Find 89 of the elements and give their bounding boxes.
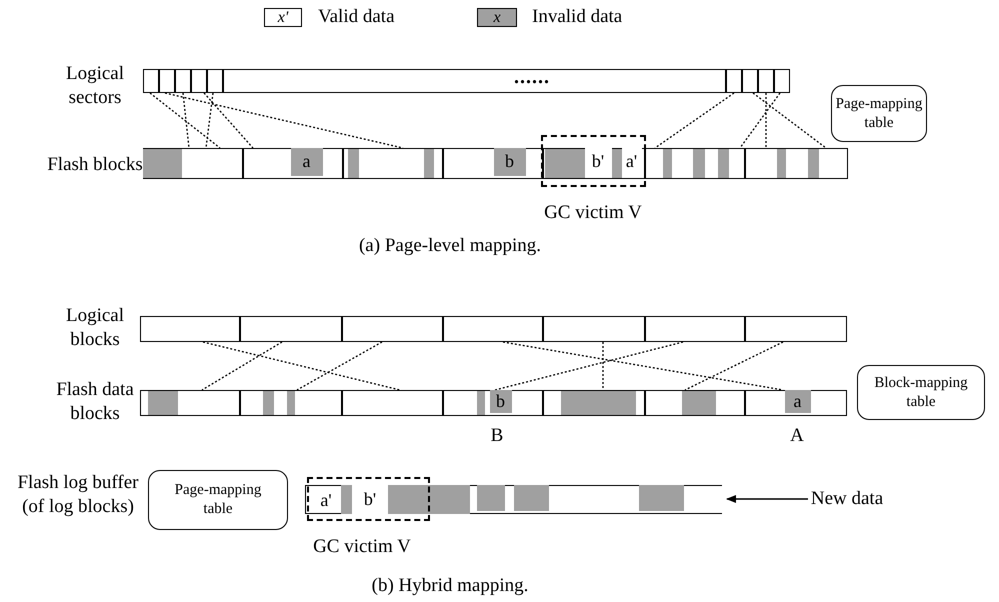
sector-cell: [159, 69, 175, 93]
page-letter: a: [794, 390, 802, 412]
page-letter: b: [505, 151, 514, 172]
ellipsis-text: ......: [514, 66, 550, 89]
sector-cell: [143, 69, 159, 93]
flash-block: [443, 148, 543, 179]
mapping-line: [202, 341, 400, 391]
invalid-page: [514, 484, 548, 510]
flash-block: [645, 148, 745, 179]
mapping-line: [296, 341, 382, 391]
invalid-page: [490, 390, 512, 412]
flash-block: [543, 390, 645, 416]
caption-text: (b) Hybrid mapping.: [370, 574, 530, 598]
block-label: B: [490, 424, 504, 448]
mapping-line: [204, 92, 254, 148]
page-letter: b': [592, 151, 604, 172]
flash-block: [140, 390, 240, 416]
logical-block: [645, 316, 745, 342]
flash-block: [745, 148, 848, 179]
block-label: A: [789, 424, 805, 448]
mapping-line: [765, 93, 767, 148]
caption-text: GC victim V: [543, 201, 643, 226]
mapping-line: [739, 92, 781, 148]
table-name: Page-mapping table: [174, 481, 262, 519]
legend-symbol: x': [276, 8, 290, 27]
logical-block: [140, 316, 240, 342]
caption-text: GC victim V: [312, 535, 412, 560]
sector-cell: [742, 69, 758, 93]
invalid-page: [341, 485, 352, 514]
page-letter: b': [364, 489, 376, 510]
mapping-line: [602, 342, 604, 390]
caption-text: (a) Page-level mapping.: [358, 234, 542, 258]
page-letter: a': [320, 490, 332, 510]
invalid-page: [494, 148, 526, 176]
table-box: [857, 365, 985, 420]
mapping-line: [684, 341, 784, 391]
table-name: Page-mapping table: [835, 94, 923, 132]
row-label: Logical blocks: [64, 304, 126, 352]
mapping-line: [150, 92, 220, 149]
mapping-line: [202, 341, 282, 391]
logical-block: [443, 316, 543, 342]
legend-symbol: x: [492, 8, 502, 27]
logical-block: [745, 316, 847, 342]
invalid-page: [784, 390, 810, 412]
valid-page: [584, 148, 612, 176]
row-label: Flash data blocks: [55, 378, 135, 426]
row-label: Logical sectors: [64, 64, 126, 108]
mapping-line: [502, 341, 784, 391]
sector-cell: [191, 69, 207, 93]
invalid-page: [476, 484, 504, 510]
logical-block: [342, 316, 443, 342]
legend-text: Valid data: [318, 5, 396, 29]
flash-block: [645, 390, 745, 416]
table-box: [831, 85, 927, 142]
logical-block: [543, 316, 645, 342]
mapping-line: [654, 92, 734, 149]
valid-page: [622, 148, 642, 176]
logical-block: [240, 316, 342, 342]
table-name: Block-mapping table: [873, 374, 969, 412]
sector-cell: [758, 69, 774, 93]
flash-block: [342, 390, 443, 416]
legend-text: Invalid data: [532, 5, 624, 29]
invalid-page: [290, 148, 322, 176]
flash-block: [745, 390, 847, 416]
mapping-line: [494, 341, 684, 391]
mapping-line: [205, 92, 214, 148]
gc-victim-box: [541, 135, 646, 187]
sector-cell: [175, 69, 191, 93]
data-label: New data: [808, 488, 886, 510]
page-letter: b: [496, 390, 505, 412]
sector-cell: [726, 69, 742, 93]
flash-block: [143, 148, 243, 179]
page-letter: a: [302, 151, 310, 172]
sector-cell: [774, 69, 790, 93]
flash-block: [343, 148, 443, 179]
invalid-page: [638, 484, 684, 510]
mapping-line: [752, 92, 826, 149]
table-box: [148, 470, 288, 530]
sector-cell: [207, 69, 223, 93]
mapping-line: [182, 92, 190, 148]
mapping-line: [164, 92, 404, 149]
row-label: Flash blocks: [46, 153, 144, 178]
row-label: Flash log buffer (of log blocks): [16, 471, 140, 519]
flash-block: [443, 390, 543, 416]
page-letter: a': [626, 151, 638, 172]
sector-range: [223, 69, 726, 93]
flash-block: [240, 390, 342, 416]
arrow: [726, 495, 808, 503]
flash-block: [243, 148, 343, 179]
